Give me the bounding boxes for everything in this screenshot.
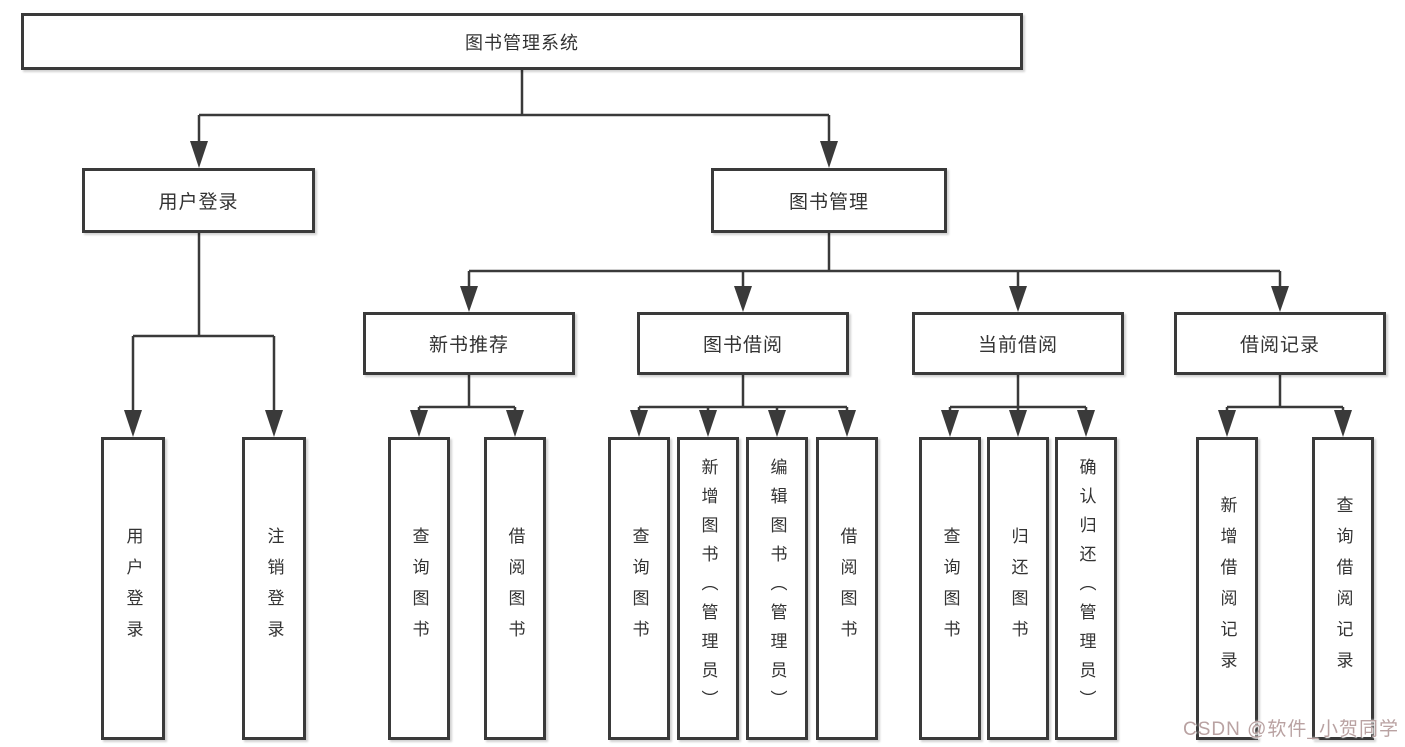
leaf-return-books: 归还图书: [987, 437, 1049, 740]
leaf-logout: 注销登录: [242, 437, 306, 740]
node-label: 用户登录: [158, 192, 239, 213]
leaf-query-borrow-record: 查询借阅记录: [1312, 437, 1374, 740]
node-label: 归还图书: [1008, 526, 1028, 651]
node-label: 查询图书: [629, 526, 649, 651]
leaf-edit-books-admin: 编辑图书（管理员）: [746, 437, 808, 740]
node-label: 确认归还（管理员）: [1076, 458, 1096, 719]
leaf-add-borrow-record: 新增借阅记录: [1196, 437, 1258, 740]
node-label: 借阅记录: [1239, 335, 1320, 356]
node-book-management: 图书管理: [711, 168, 947, 233]
node-new-book-recommendation: 新书推荐: [363, 312, 575, 375]
node-user-login: 用户登录: [82, 168, 315, 233]
node-label: 查询借阅记录: [1333, 495, 1353, 682]
arrowhead-icons: [124, 141, 1352, 437]
node-label: 查询图书: [940, 526, 960, 651]
node-library-management-system: 图书管理系统: [21, 13, 1023, 70]
leaf-confirm-return-admin: 确认归还（管理员）: [1055, 437, 1117, 740]
node-label: 借阅图书: [505, 526, 525, 651]
leaf-borrow-books-recommend: 借阅图书: [484, 437, 546, 740]
node-label: 借阅图书: [837, 526, 857, 651]
node-label: 当前借阅: [977, 335, 1058, 356]
node-label: 新增图书（管理员）: [698, 458, 718, 719]
node-label: 查询图书: [409, 526, 429, 651]
node-label: 图书管理系统: [465, 32, 579, 53]
leaf-query-books-borrowing: 查询图书: [608, 437, 670, 740]
node-book-borrowing: 图书借阅: [637, 312, 849, 375]
node-label: 图书管理: [788, 192, 869, 213]
leaf-add-books-admin: 新增图书（管理员）: [677, 437, 739, 740]
node-label: 注销登录: [264, 526, 284, 651]
node-current-borrowing: 当前借阅: [912, 312, 1124, 375]
leaf-query-books-current: 查询图书: [919, 437, 981, 740]
node-label: 用户登录: [123, 526, 143, 651]
node-label: 图书借阅: [702, 335, 783, 356]
node-label: 新书推荐: [428, 335, 509, 356]
node-label: 编辑图书（管理员）: [767, 458, 787, 719]
leaf-borrow-books-borrowing: 借阅图书: [816, 437, 878, 740]
node-label: 新增借阅记录: [1217, 495, 1237, 682]
leaf-query-books-recommend: 查询图书: [388, 437, 450, 740]
node-borrowing-records: 借阅记录: [1174, 312, 1386, 375]
csdn-watermark: CSDN @软件_小贺同学: [1183, 719, 1399, 740]
leaf-user-login: 用户登录: [101, 437, 165, 740]
